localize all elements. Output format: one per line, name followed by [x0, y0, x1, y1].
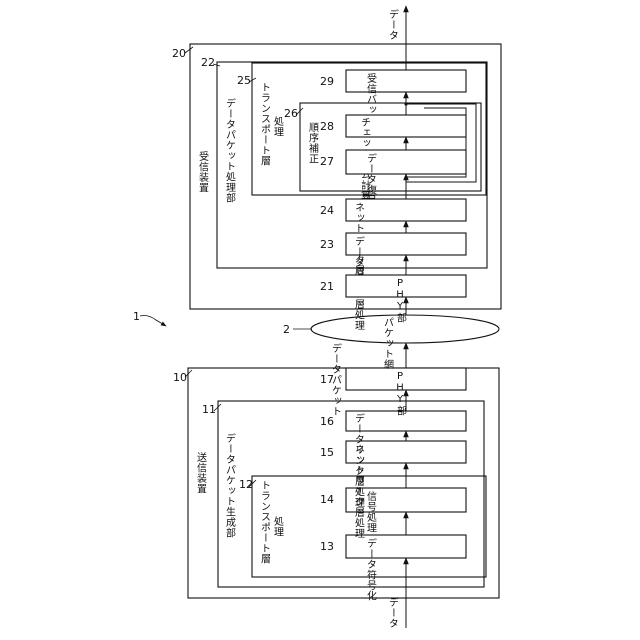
sender-transport-label-2: 処理 [272, 515, 284, 537]
system-ref: 1 [133, 310, 140, 323]
sender-datalink-layer-label: データリンク層処理 [353, 412, 365, 508]
reorder-label: 順序補正 [307, 122, 319, 164]
receiver-ref-leader [185, 47, 193, 53]
data-encoding-label: データ符号化 [365, 537, 377, 601]
packet-network-label: パケット網 [382, 317, 394, 370]
generator-label: データパケット生成部 [224, 432, 236, 539]
sender-ref: 10 [173, 371, 187, 384]
receiver-network-layer-block [346, 199, 466, 221]
receiver-network-layer-ref: 24 [320, 204, 334, 217]
sender-phy-block [346, 368, 466, 390]
sender-transport-ref: 12 [239, 478, 253, 491]
receiver-transport-label-2: 処理 [272, 115, 284, 137]
generator-ref: 11 [202, 403, 216, 416]
data-packet-label: データパケット [330, 342, 342, 417]
processor-ref: 22 [201, 56, 215, 69]
receiver-datalink-layer-ref: 23 [320, 238, 334, 251]
receiver-transport-ref: 25 [237, 74, 251, 87]
data-input-label: データ [387, 596, 399, 629]
data-decoding-ref: 27 [320, 155, 334, 168]
sender-phy-label: PHY部 [395, 371, 407, 416]
sender-network-layer-block [346, 441, 466, 463]
receive-buffer-ref: 29 [320, 75, 334, 88]
reorder-ref: 26 [284, 107, 298, 120]
signal-processing-label: 信号処理 [365, 491, 377, 533]
receiver-phy-block [346, 275, 466, 297]
receiver-transport-label-1: トランスポート層 [259, 82, 271, 166]
sender-transport-label-1: トランスポート層 [259, 480, 271, 564]
signal-processing-ref: 14 [320, 493, 334, 506]
processor-label: データパケット処理部 [224, 97, 236, 204]
sender-datalink-layer-ref: 16 [320, 415, 334, 428]
data-encoding-ref: 13 [320, 540, 334, 553]
receiver-device: 受信装置 20 データパケット処理部 22 トランスポート層 処理 25 順序補… [172, 44, 501, 331]
receiver-phy-label: PHY部 [395, 278, 407, 323]
sender-datalink-layer-block [346, 411, 466, 431]
system-ref-pointer [140, 316, 166, 327]
checksum-ref: 28 [320, 120, 334, 133]
packet-network-ref: 2 [283, 323, 290, 336]
receiver-phy-ref: 21 [320, 280, 334, 293]
receiver-label: 受信装置 [197, 151, 209, 193]
sender-frame [188, 368, 499, 598]
receiver-datalink-layer-block [346, 233, 466, 255]
sender-network-layer-ref: 15 [320, 446, 334, 459]
receiver-ref: 20 [172, 47, 186, 60]
data-output-label: データ [387, 8, 399, 41]
sender-label: 送信装置 [195, 451, 207, 494]
